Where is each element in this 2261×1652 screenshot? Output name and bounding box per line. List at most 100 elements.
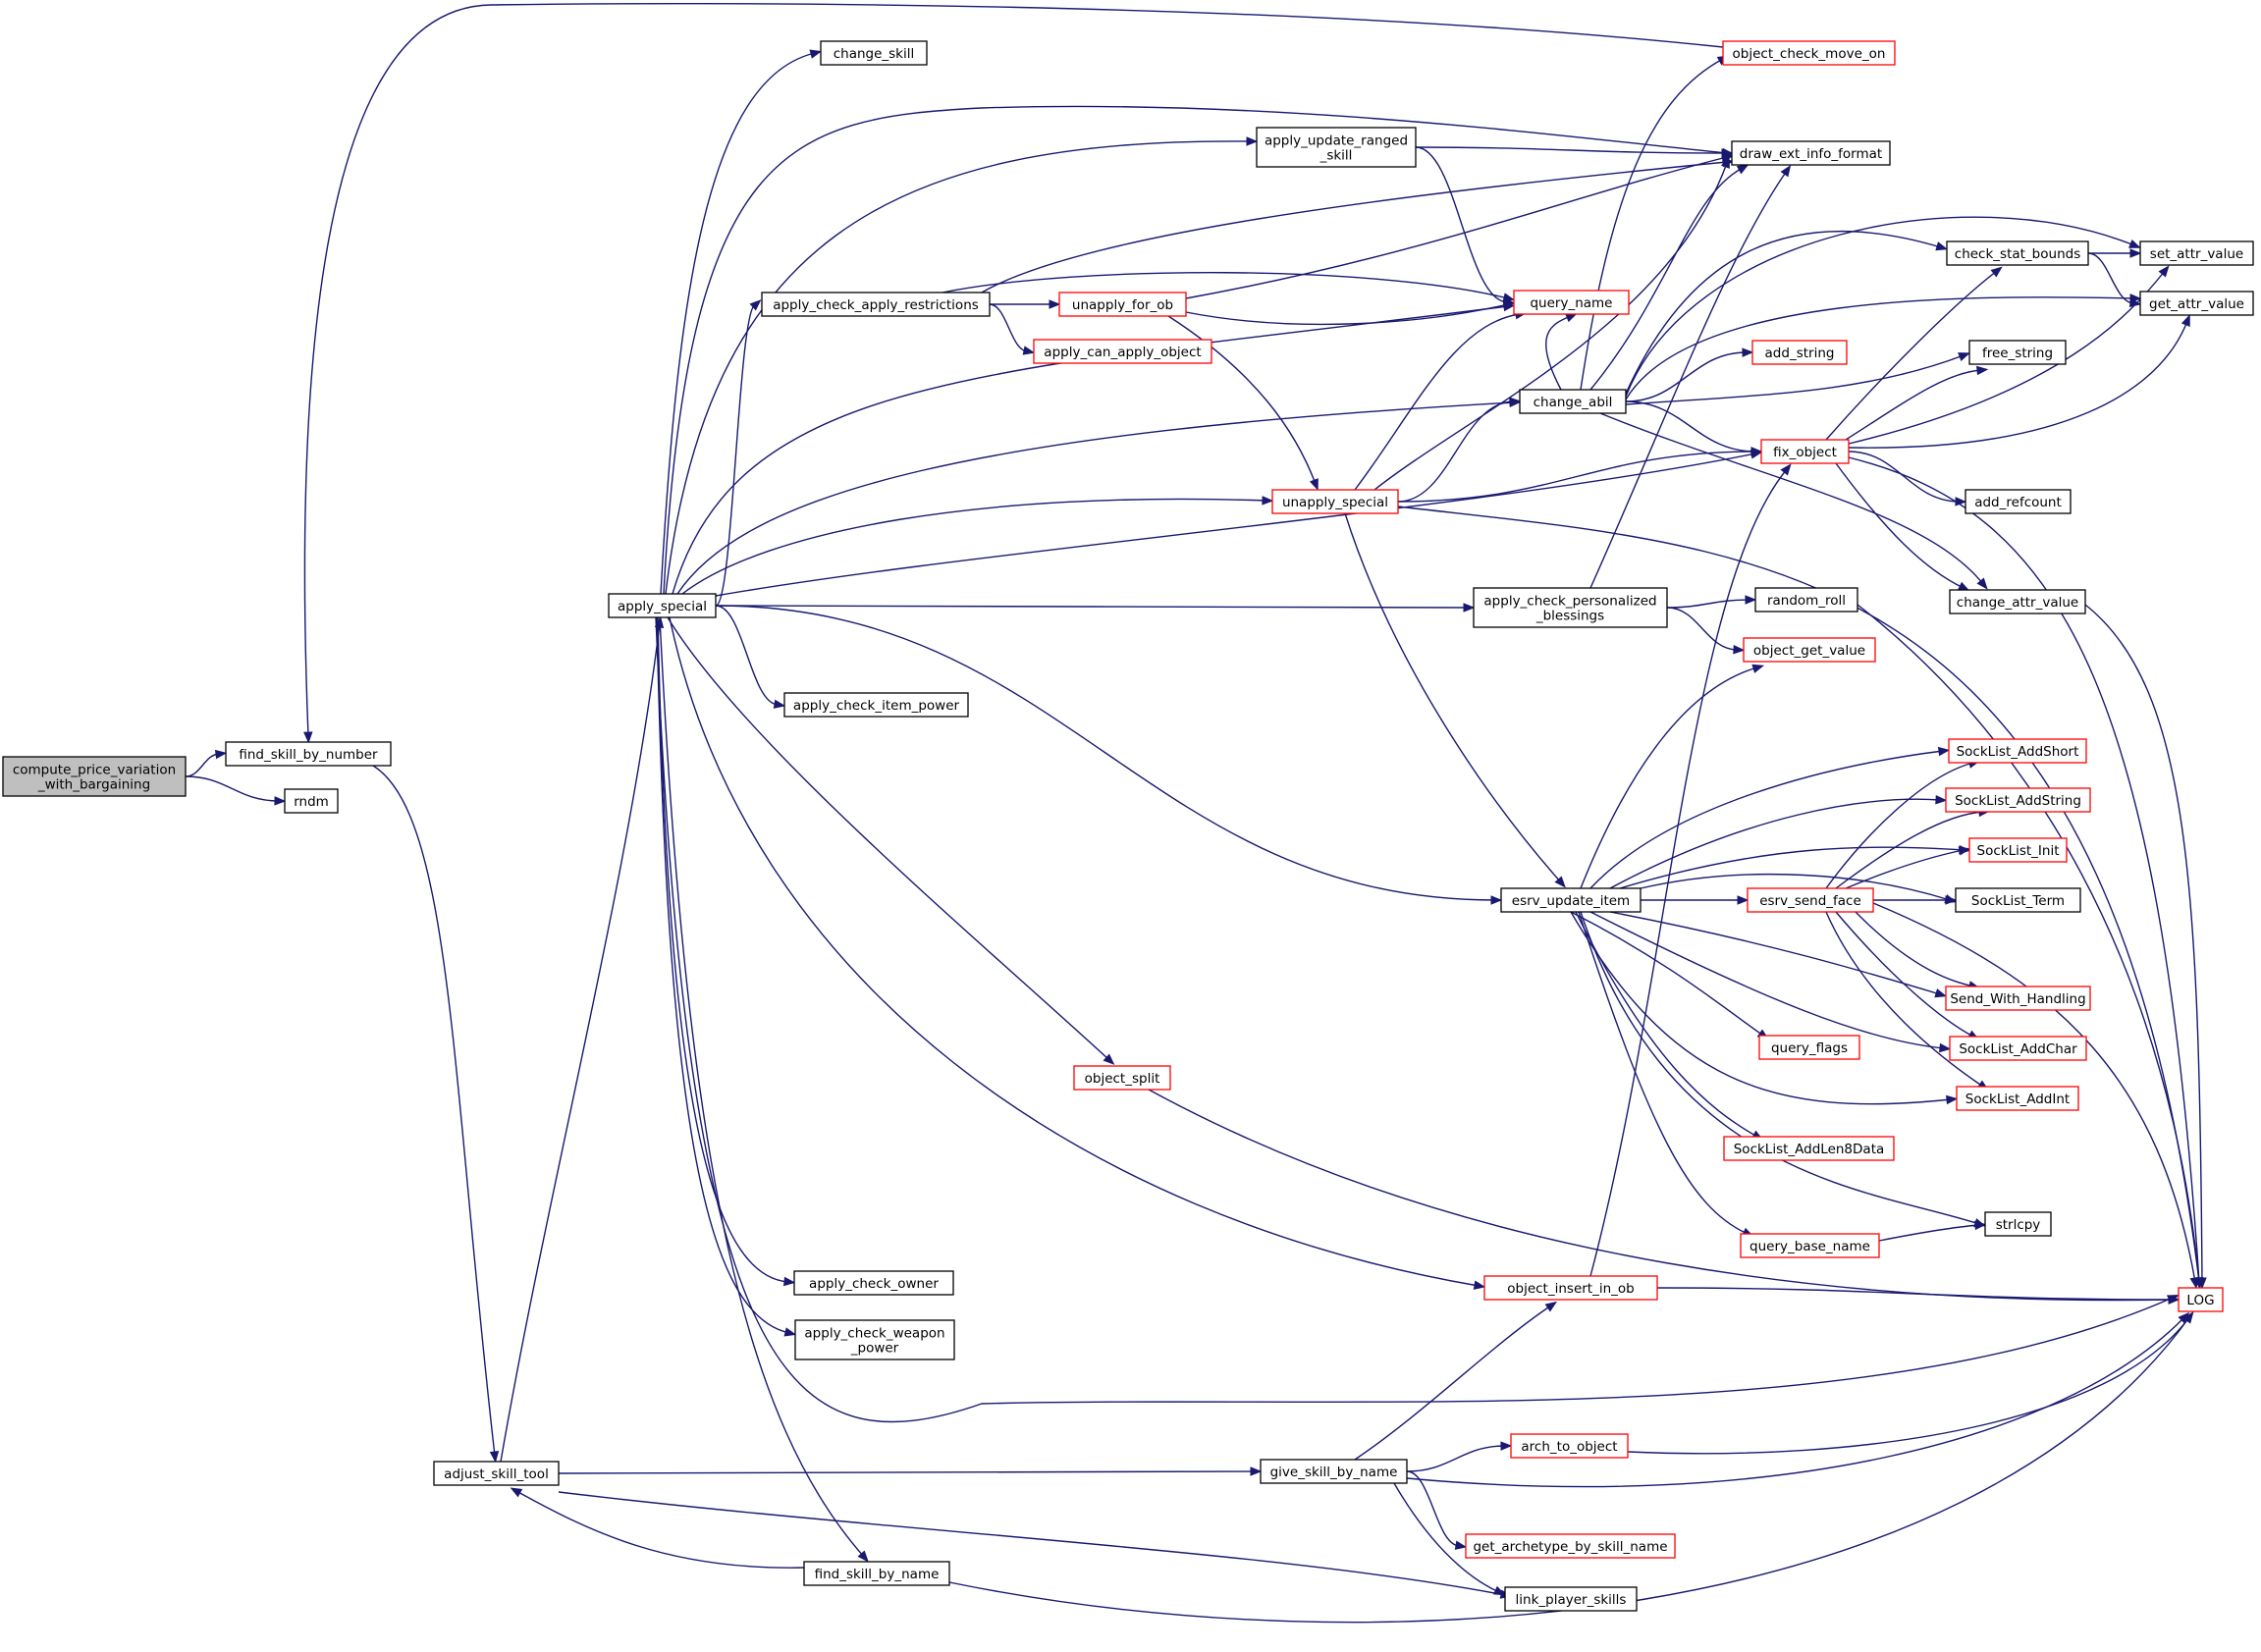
node-box[interactable] <box>1256 127 1417 168</box>
node-strlcpy[interactable]: strlcpy <box>1984 1211 2052 1237</box>
node-box[interactable] <box>2139 240 2254 266</box>
node-socklist-addstring[interactable]: SockList_AddString <box>1945 787 2091 813</box>
node-set-attr-value[interactable]: set_attr_value <box>2139 240 2254 266</box>
node-check-stat-bounds[interactable]: check_stat_bounds <box>1946 240 2089 266</box>
node-box[interactable] <box>1968 837 2068 863</box>
node-get-attr-value[interactable]: get_attr_value <box>2139 291 2254 316</box>
node-box[interactable] <box>1956 1086 2079 1111</box>
node-box[interactable] <box>1751 340 1848 365</box>
node-box[interactable] <box>1743 637 1876 663</box>
node-change-abil[interactable]: change_abil <box>1519 389 1627 414</box>
node-fix-object[interactable]: fix_object <box>1760 439 1850 464</box>
node-box[interactable] <box>1058 292 1187 317</box>
node-box[interactable] <box>1731 140 1891 166</box>
node-get-archetype-by-skill-name[interactable]: get_archetype_by_skill_name <box>1465 1533 1676 1559</box>
node-box[interactable] <box>1483 1275 1658 1301</box>
node-socklist-addint[interactable]: SockList_AddInt <box>1956 1086 2079 1111</box>
node-socklist-addlen8data[interactable]: SockList_AddLen8Data <box>1723 1136 1895 1161</box>
node-box[interactable] <box>1955 887 2081 913</box>
node-give-skill-by-name[interactable]: give_skill_by_name <box>1260 1459 1408 1484</box>
node-box[interactable] <box>1948 738 2087 764</box>
node-change-skill[interactable]: change_skill <box>820 40 928 66</box>
node-box[interactable] <box>1510 1433 1629 1459</box>
node-box[interactable] <box>225 741 392 767</box>
node-adjust-skill-tool[interactable]: adjust_skill_tool <box>433 1461 560 1486</box>
node-box[interactable] <box>1260 1459 1408 1484</box>
node-query-name[interactable]: query_name <box>1513 290 1630 315</box>
node-socklist-term[interactable]: SockList_Term <box>1955 887 2081 913</box>
node-rndm[interactable]: rndm <box>284 788 339 814</box>
node-apply-can-apply-object[interactable]: apply_can_apply_object <box>1033 339 1212 364</box>
node-box[interactable] <box>1760 439 1850 464</box>
node-apply-check-apply-restrictions[interactable]: apply_check_apply_restrictions <box>761 292 991 317</box>
node-link-player-skills[interactable]: link_player_skills <box>1504 1586 1638 1612</box>
node-find-skill-by-name[interactable]: find_skill_by_name <box>803 1561 950 1586</box>
node-box[interactable] <box>1504 1586 1638 1612</box>
node-box[interactable] <box>1945 787 2091 813</box>
node-box[interactable] <box>2178 1287 2224 1312</box>
node-box[interactable] <box>1519 389 1627 414</box>
node-free-string[interactable]: free_string <box>1968 340 2067 365</box>
node-box[interactable] <box>1723 1136 1895 1161</box>
node-draw-ext-info-format[interactable]: draw_ext_info_format <box>1731 140 1891 166</box>
node-send-with-handling[interactable]: Send_With_Handling <box>1945 986 2091 1011</box>
node-compute-price[interactable]: compute_price_variation_with_bargaining <box>2 756 187 797</box>
node-box[interactable] <box>1945 986 2091 1011</box>
node-log[interactable]: LOG <box>2178 1287 2224 1312</box>
node-box[interactable] <box>1500 887 1642 913</box>
node-apply-special[interactable]: apply_special <box>608 593 717 618</box>
node-box[interactable] <box>820 40 928 66</box>
node-box[interactable] <box>1968 340 2067 365</box>
node-query-base-name[interactable]: query_base_name <box>1740 1233 1880 1258</box>
node-box[interactable] <box>793 1270 954 1296</box>
node-box[interactable] <box>284 788 339 814</box>
node-box[interactable] <box>1758 1035 1860 1060</box>
node-arch-to-object[interactable]: arch_to_object <box>1510 1433 1629 1459</box>
node-unapply-for-ob[interactable]: unapply_for_ob <box>1058 292 1187 317</box>
node-esrv-send-face[interactable]: esrv_send_face <box>1747 887 1874 913</box>
node-add-string[interactable]: add_string <box>1751 340 1848 365</box>
node-change-attr-value[interactable]: change_attr_value <box>1949 589 2086 614</box>
node-box[interactable] <box>1513 290 1630 315</box>
node-object-insert-in-ob[interactable]: object_insert_in_ob <box>1483 1275 1658 1301</box>
node-box[interactable] <box>2 756 187 797</box>
node-box[interactable] <box>1949 1036 2087 1061</box>
node-apply-check-weapon-power[interactable]: apply_check_weapon_power <box>794 1319 955 1360</box>
node-apply-update-ranged-skill[interactable]: apply_update_ranged_skill <box>1256 127 1417 168</box>
node-object-check-move-on[interactable]: object_check_move_on <box>1722 40 1896 66</box>
node-box[interactable] <box>1747 887 1874 913</box>
node-box[interactable] <box>794 1319 955 1360</box>
node-box[interactable] <box>803 1561 950 1586</box>
node-box[interactable] <box>1949 589 2086 614</box>
node-socklist-addshort[interactable]: SockList_AddShort <box>1948 738 2087 764</box>
node-unapply-special[interactable]: unapply_special <box>1271 489 1399 514</box>
node-socklist-addchar[interactable]: SockList_AddChar <box>1949 1036 2087 1061</box>
node-find-skill-by-number[interactable]: find_skill_by_number <box>225 741 392 767</box>
node-box[interactable] <box>2139 291 2254 316</box>
node-apply-check-item-power[interactable]: apply_check_item_power <box>783 692 969 718</box>
node-box[interactable] <box>783 692 969 718</box>
node-box[interactable] <box>1740 1233 1880 1258</box>
node-box[interactable] <box>433 1461 560 1486</box>
node-object-get-value[interactable]: object_get_value <box>1743 637 1876 663</box>
node-box[interactable] <box>1946 240 2089 266</box>
node-box[interactable] <box>1073 1065 1171 1091</box>
node-esrv-update-item[interactable]: esrv_update_item <box>1500 887 1642 913</box>
node-box[interactable] <box>1754 587 1858 613</box>
node-box[interactable] <box>1722 40 1896 66</box>
node-object-split[interactable]: object_split <box>1073 1065 1171 1091</box>
node-box[interactable] <box>1465 1533 1676 1559</box>
node-box[interactable] <box>1271 489 1399 514</box>
node-box[interactable] <box>1033 339 1212 364</box>
node-box[interactable] <box>608 593 717 618</box>
node-box[interactable] <box>1965 489 2072 514</box>
node-socklist-init[interactable]: SockList_Init <box>1968 837 2068 863</box>
node-box[interactable] <box>761 292 991 317</box>
node-apply-check-personalized-blessings[interactable]: apply_check_personalized_blessings <box>1473 587 1668 628</box>
node-query-flags[interactable]: query_flags <box>1758 1035 1860 1060</box>
node-random-roll[interactable]: random_roll <box>1754 587 1858 613</box>
node-apply-check-owner[interactable]: apply_check_owner <box>793 1270 954 1296</box>
node-add-refcount[interactable]: add_refcount <box>1965 489 2072 514</box>
node-box[interactable] <box>1984 1211 2052 1237</box>
node-box[interactable] <box>1473 587 1668 628</box>
